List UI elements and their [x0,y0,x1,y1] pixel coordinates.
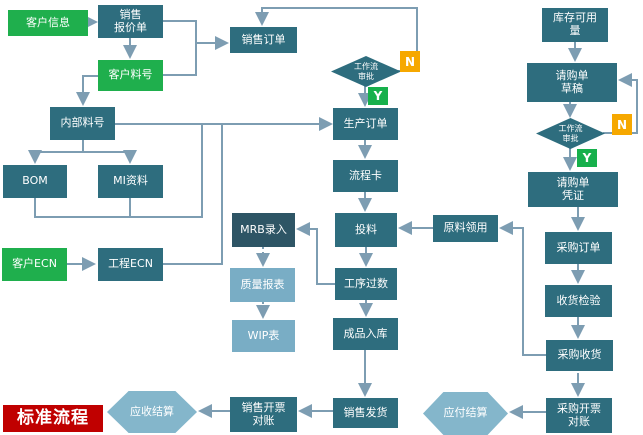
node-sales-quote: 销售 报价单 [98,5,163,38]
node-pr-draft: 请购单 草稿 [527,63,617,102]
node-internal-part: 内部料号 [50,107,115,140]
badge-yes-purchase: Y [577,149,597,167]
node-process-card: 流程卡 [333,160,398,192]
node-customer-info: 客户信息 [8,10,88,36]
diamond-shape [536,118,605,149]
node-customer-part: 客户料号 [98,60,163,91]
node-sales-delivery: 销售发货 [333,398,398,428]
connector [163,20,197,76]
node-ar-settlement: 应收结算 [107,391,197,433]
node-quality-report: 质量报表 [230,268,295,302]
diamond-shape [331,56,401,87]
node-engineering-ecn: 工程ECN [98,248,163,281]
node-purchase-invoice-recon: 采购开票 对账 [546,398,612,433]
node-wip-report: WIP表 [232,320,295,352]
node-pr-voucher: 请购单 凭证 [528,172,618,207]
node-purchase-order: 采购订单 [545,232,612,264]
node-available-stock: 库存可用 量 [542,8,608,42]
node-workflow-approval-sales: 工作流 审批 [331,56,401,87]
node-customer-ecn: 客户ECN [2,248,67,281]
node-receiving-inspection: 收货检验 [545,285,612,317]
connector [163,124,223,265]
flow-title: 标准流程 [3,405,103,432]
node-fg-stock-in: 成品入库 [333,318,398,350]
node-raw-material-requisition: 原料领用 [433,215,498,242]
node-process-count: 工序过数 [335,268,397,300]
node-production-order: 生产订单 [333,108,398,140]
badge-no-purchase: N [612,114,632,135]
node-ap-settlement: 应付结算 [423,392,508,435]
node-sales-order: 销售订单 [230,27,297,53]
node-material-issue: 投料 [335,213,397,247]
connector [76,75,98,106]
node-sales-invoice-recon: 销售开票 对账 [230,397,297,432]
connector [296,222,335,285]
node-mrb-entry: MRB录入 [232,213,295,247]
node-purchase-receipt: 采购收货 [546,340,613,371]
badge-yes-sales: Y [368,87,388,105]
connector [35,140,130,153]
node-bom: BOM [3,165,67,198]
node-mi-data: MI资料 [98,165,163,198]
diamond-label: 工作流 审批 [354,62,378,81]
diamond-label: 工作流 审批 [558,124,583,143]
node-workflow-approval-purchase: 工作流 审批 [536,118,605,149]
connector [499,221,546,356]
badge-no-sales: N [400,51,420,72]
connector [34,124,203,218]
